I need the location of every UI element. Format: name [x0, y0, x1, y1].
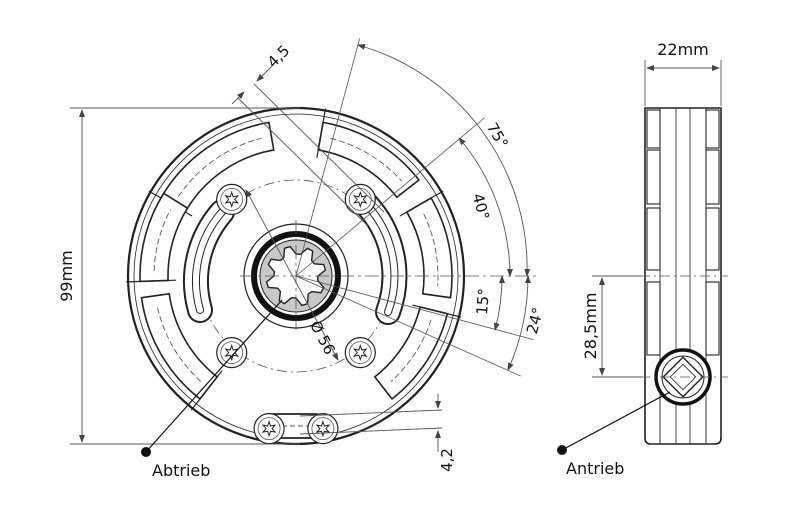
side-block-right [705, 281, 720, 356]
front-view [126, 38, 540, 446]
angle-arcs [357, 44, 531, 371]
dim-side-offset [592, 275, 642, 378]
arc-24 [507, 275, 531, 371]
ring-segment [159, 121, 275, 214]
dim-slot-bottom-label: 4,2 [438, 448, 456, 472]
antrieb-leader [561, 391, 671, 451]
dim-slot-bottom [299, 394, 443, 452]
dim-side-offset-label: 28,5mm [581, 293, 600, 360]
dim-side-width-label: 22mm [657, 40, 709, 59]
ring-segment [140, 292, 219, 401]
screw-head [344, 337, 376, 369]
ring-segment [373, 305, 449, 401]
torx-icon [352, 344, 368, 362]
side-block-right [705, 149, 720, 205]
ring-segment-centerline [177, 137, 262, 197]
abtrieb-leader [145, 299, 283, 453]
torx-icon [224, 190, 240, 208]
angle-40-label: 40° [469, 192, 493, 222]
side-block-right [705, 207, 720, 271]
arc-40 [458, 137, 513, 277]
arc-75 [357, 44, 531, 277]
side-block-right [705, 109, 720, 149]
side-block-left [646, 207, 661, 271]
screw-head [253, 413, 285, 445]
ring-segment [139, 192, 189, 283]
screw-head [216, 337, 248, 369]
torx-icon [315, 420, 331, 438]
abtrieb-label: Abtrieb [152, 461, 210, 480]
screw-head [216, 183, 248, 215]
torx-icon [261, 420, 277, 438]
dim-height-label: 99mm [57, 250, 76, 302]
antrieb-dot [557, 445, 567, 455]
side-block-left [646, 281, 661, 356]
ring-rib [190, 370, 223, 411]
ring-segment-centerline [390, 319, 432, 382]
ring-segment-centerline [153, 209, 171, 272]
arc-15 [493, 275, 506, 331]
ring-rib [316, 108, 327, 158]
side-block-left [646, 109, 661, 149]
dim-side-width [644, 60, 722, 106]
antrieb-label: Antrieb [566, 459, 624, 478]
side-segments [646, 109, 720, 356]
inner-slot-left [183, 199, 235, 323]
angle-24-label: 24° [523, 306, 547, 336]
abtrieb-dot [141, 447, 151, 457]
ring-rib [126, 279, 177, 283]
dim-height [70, 107, 300, 445]
side-block-left [646, 149, 661, 205]
dim-slot-top-label: 4,5 [264, 42, 294, 72]
angle-15-label: 15° [473, 288, 493, 316]
side-view [640, 107, 728, 445]
screw-head [307, 413, 339, 445]
angle-75-label: 75° [483, 119, 512, 151]
dim-hub-diameter [245, 189, 339, 361]
ring-rib [412, 304, 462, 318]
